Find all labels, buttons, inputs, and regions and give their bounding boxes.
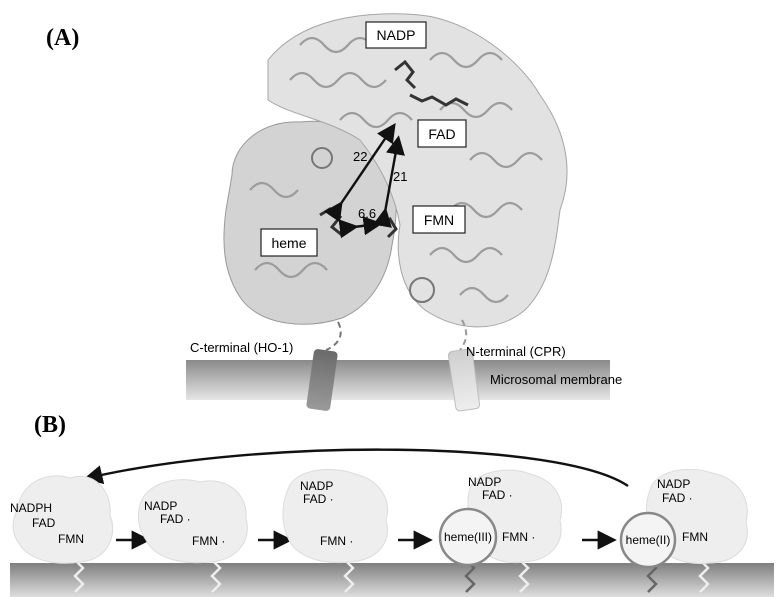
c-terminal-label: C-terminal (HO-1): [190, 340, 293, 355]
c-term-linker: [325, 321, 342, 351]
state-5: heme(II) NADP FAD · FMN: [619, 468, 748, 569]
state-3-fmn: FMN ·: [320, 534, 353, 548]
state-5-heme: heme(II): [626, 533, 671, 547]
panel-b-label: (B): [34, 412, 66, 438]
distance-21: 21: [393, 169, 407, 184]
state-5-fad: FAD ·: [662, 491, 693, 505]
panel-a-label: (A): [46, 25, 79, 51]
state-1: NADPH FAD FMN: [10, 475, 114, 564]
state-4: heme(III) NADP FAD · FMN ·: [438, 469, 563, 567]
state-1-fmn: FMN: [58, 532, 84, 546]
membrane-slab-a: [186, 360, 610, 400]
distance-6-6: 6.6: [358, 206, 376, 221]
state-3-nadp: NADP: [300, 479, 333, 493]
membrane-slab-b: [10, 563, 774, 597]
distance-22: 22: [353, 149, 367, 164]
state-4-heme-ring: [438, 507, 498, 567]
coil-2: [409, 277, 435, 303]
distance-arrows: [323, 123, 405, 239]
fad-label: FAD: [428, 126, 455, 142]
state-4-nadp: NADP: [468, 475, 501, 489]
state-5-heme-ring: [619, 511, 677, 569]
state-3: NADP FAD · FMN ·: [282, 469, 388, 564]
state-4-heme: heme(III): [444, 530, 492, 544]
state-2-fad: FAD ·: [160, 512, 191, 526]
nadp-label: NADP: [377, 27, 416, 43]
state-2: NADP FAD · FMN ·: [137, 479, 248, 564]
state-3-fad: FAD ·: [303, 492, 334, 506]
state-2-nadp: NADP: [144, 499, 177, 513]
cycle-arrow: [83, 448, 629, 487]
fmn-label: FMN: [424, 212, 454, 228]
heme-box: heme: [260, 228, 318, 257]
arrow-fmn-fad: [372, 135, 405, 228]
fmn-box: FMN: [412, 205, 466, 234]
state-1-fad: FAD: [32, 516, 56, 530]
cpr-tm-helix: [447, 348, 481, 412]
state-2-fmn: FMN ·: [192, 534, 225, 548]
membrane-anchors: [73, 559, 710, 593]
fad-box: FAD: [417, 119, 467, 148]
nadp-box: NADP: [365, 21, 427, 49]
arrow-heme-fmn: [338, 216, 383, 239]
heme-label: heme: [271, 235, 306, 251]
n-terminal-label: N-terminal (CPR): [466, 344, 566, 359]
membrane-label: Microsomal membrane: [490, 372, 622, 387]
state-5-nadp: NADP: [657, 477, 690, 491]
protein-structure: [223, 13, 568, 328]
state-4-fad: FAD ·: [482, 488, 513, 502]
state-5-fmn: FMN: [682, 530, 708, 544]
n-term-linker: [459, 319, 468, 351]
state-4-fmn: FMN ·: [502, 530, 535, 544]
ho1-tm-helix: [306, 349, 338, 411]
state-1-nadph: NADPH: [10, 501, 52, 515]
